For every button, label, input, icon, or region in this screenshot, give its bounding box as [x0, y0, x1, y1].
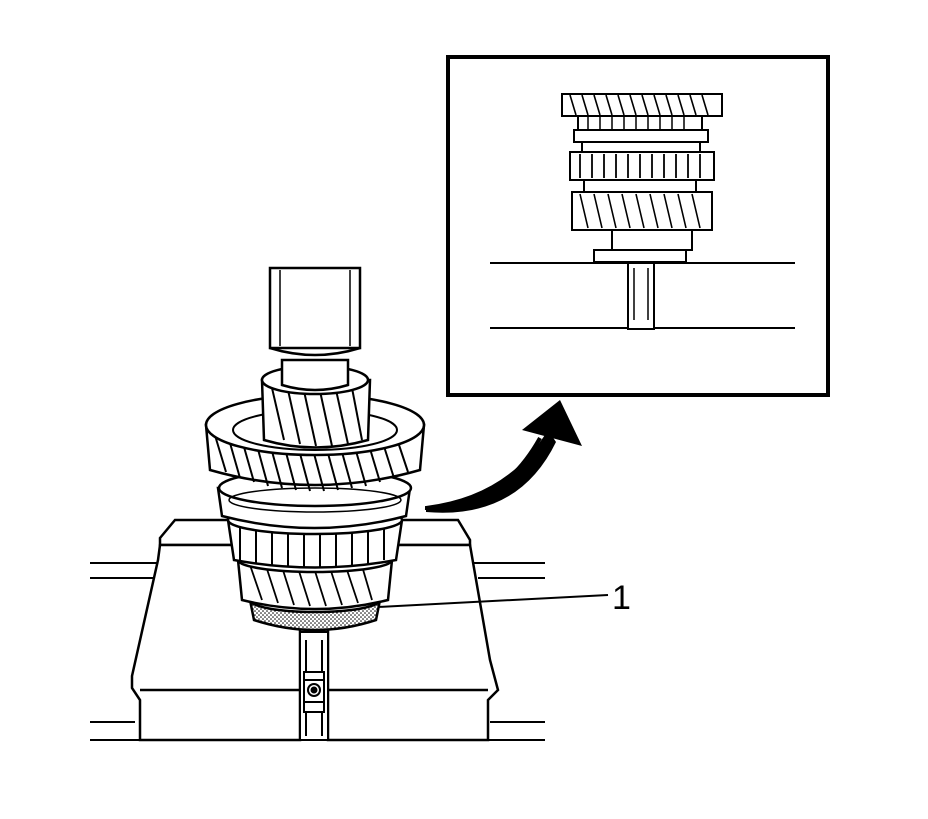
detail-inset [446, 55, 830, 397]
callout-1: 1 [377, 579, 631, 617]
inset-gear-stack [561, 93, 723, 330]
output-shaft [299, 631, 329, 741]
press-ram [268, 266, 362, 392]
callout-label: 1 [612, 579, 631, 617]
curved-arrow-icon [424, 400, 582, 513]
callout-leader-line [377, 594, 609, 608]
